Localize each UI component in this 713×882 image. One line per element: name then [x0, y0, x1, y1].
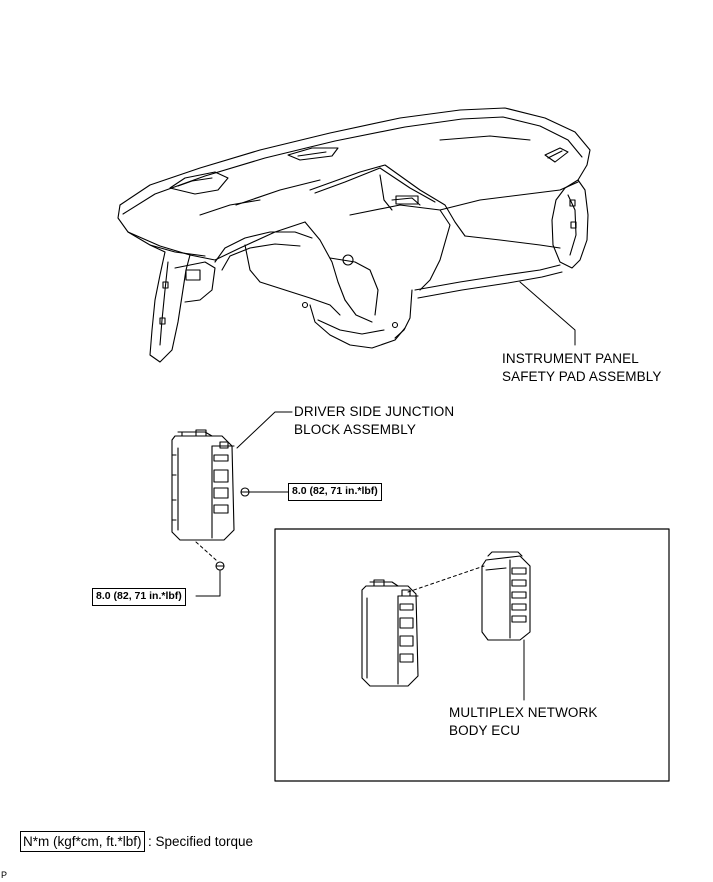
multiplex-ecu-label-line-2: BODY ECU: [449, 723, 521, 738]
junction-block-label-line-1: DRIVER SIDE JUNCTION: [294, 404, 455, 419]
instrument-panel-drawing: [117, 107, 591, 363]
torque-spec-upper: 8.0 (82, 71 in.*lbf): [288, 483, 382, 501]
multiplex-ecu-label-line-1: MULTIPLEX NETWORK: [449, 705, 598, 720]
connection-dashed-line: [407, 565, 485, 593]
legend-description: : Specified torque: [148, 834, 254, 849]
junction-block-drawing: [171, 411, 293, 597]
instrument-panel-label-line-1: INSTRUMENT PANEL: [502, 351, 639, 366]
multiplex-ecu-drawing: [481, 551, 531, 701]
detail-frame: [274, 528, 670, 782]
legend-unit-box: N*m (kgf*cm, ft.*lbf): [20, 831, 145, 852]
detail-junction-block: [361, 579, 419, 687]
torque-spec-lower: 8.0 (82, 71 in.*lbf): [92, 588, 186, 606]
corner-mark: P: [1, 870, 8, 880]
instrument-panel-label-line-2: SAFETY PAD ASSEMBLY: [502, 369, 662, 384]
junction-block-label-line-2: BLOCK ASSEMBLY: [294, 422, 416, 437]
